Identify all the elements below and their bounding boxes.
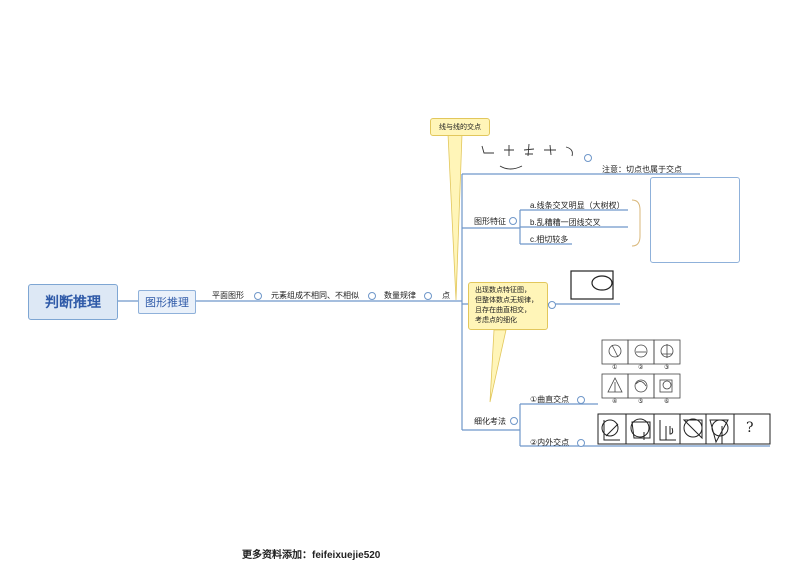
puzzle-row-large xyxy=(597,413,771,445)
collapse-toggle-2[interactable] xyxy=(368,292,376,300)
rect-ellipse-figure xyxy=(570,270,614,300)
feature-item-c[interactable]: c.相切较多 xyxy=(530,235,569,244)
main-topic-label: 图形推理 xyxy=(145,297,189,309)
callout-line-2: 但整体数点无规律， xyxy=(475,297,538,304)
collapse-toggle-3[interactable] xyxy=(424,292,432,300)
footer-contact: 更多资料添加：feifeixuejie520 xyxy=(242,550,381,561)
callout-line-intersection-text: 线与线的交点 xyxy=(439,124,481,131)
collapse-toggle-5[interactable] xyxy=(509,217,517,225)
puzzle-grid-small xyxy=(601,339,681,399)
callout-line-intersection[interactable]: 线与线的交点 xyxy=(430,118,490,136)
collapse-toggle-8[interactable] xyxy=(577,396,585,404)
callout-line-4: 考虑点的细化 xyxy=(475,317,517,324)
node-plane-figure[interactable]: 平面图形 xyxy=(212,291,244,300)
puzzle-label-3: ③ xyxy=(664,365,670,371)
feature-item-a[interactable]: a.线条交叉明显（大树杈） xyxy=(530,201,625,210)
main-topic-node[interactable]: 图形推理 xyxy=(138,290,196,314)
node-graph-features[interactable]: 图形特征 xyxy=(474,217,506,226)
collapse-toggle-7[interactable] xyxy=(510,417,518,425)
collapse-toggle-4[interactable] xyxy=(584,154,592,162)
node-quantity-pattern[interactable]: 数量规律 xyxy=(384,291,416,300)
puzzle-label-4: ④ xyxy=(612,399,618,405)
puzzle-label-1: ① xyxy=(612,365,618,371)
intersection-sketches xyxy=(481,143,573,170)
feature-item-b[interactable]: b.乱糟糟一团线交叉 xyxy=(530,218,601,227)
node-point[interactable]: 点 xyxy=(442,291,450,300)
note-tangent-point[interactable]: 注意：切点也属于交点 xyxy=(602,165,682,174)
callout-refine-points[interactable]: 出现数点特征图， 但整体数点无规律， 且存在曲直相交， 考虑点的细化 xyxy=(468,282,548,330)
collapse-toggle-6[interactable] xyxy=(548,301,556,309)
puzzle-label-5: ⑤ xyxy=(638,399,644,405)
detail-item-curve-straight[interactable]: ①曲直交点 xyxy=(530,395,570,404)
node-elements-different[interactable]: 元素组成不相同、不相似 xyxy=(271,291,359,300)
callout-line-1: 出现数点特征图， xyxy=(475,287,531,294)
puzzle-label-6: ⑥ xyxy=(664,399,670,405)
callout-line-3: 且存在曲直相交， xyxy=(475,307,531,314)
collapse-toggle-9[interactable] xyxy=(577,439,585,447)
feature-figure-box xyxy=(650,177,740,263)
question-mark: ? xyxy=(746,420,754,436)
node-refined-methods[interactable]: 细化考法 xyxy=(474,417,506,426)
root-node[interactable]: 判断推理 xyxy=(28,284,118,320)
puzzle-label-2: ② xyxy=(638,365,644,371)
root-node-label: 判断推理 xyxy=(45,294,101,310)
detail-item-inner-outer[interactable]: ②内外交点 xyxy=(530,438,570,447)
collapse-toggle-1[interactable] xyxy=(254,292,262,300)
